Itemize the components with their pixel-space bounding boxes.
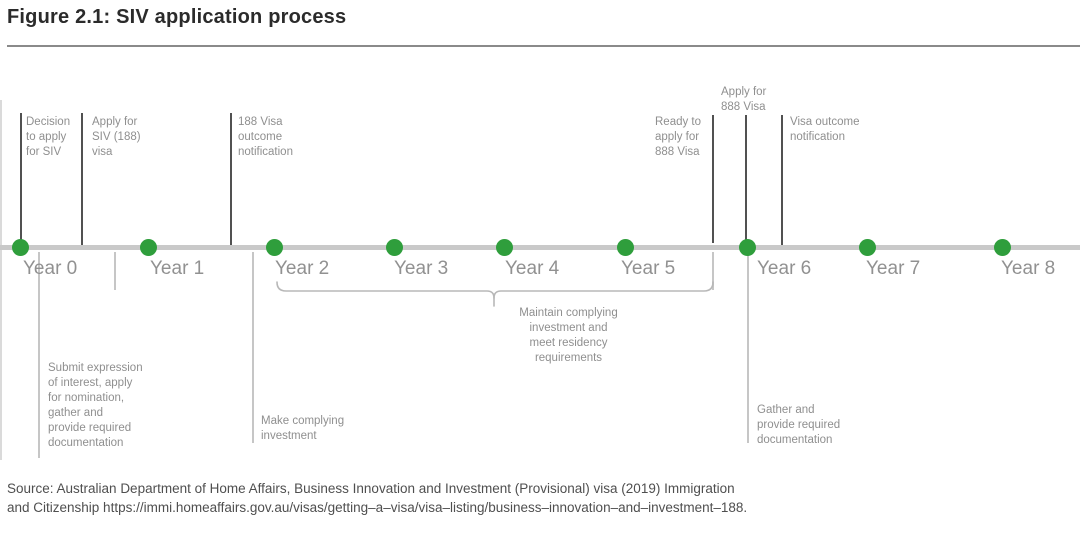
left-edge-line xyxy=(0,100,2,460)
timeline-dot-year-4 xyxy=(496,239,513,256)
timeline-dot-year-1 xyxy=(140,239,157,256)
event-label-decision-to-apply: Decision to apply for SIV xyxy=(26,116,71,158)
drop-line-make-investment xyxy=(252,252,254,443)
title-divider xyxy=(7,45,1080,47)
year-label-3: Year 3 xyxy=(394,258,449,279)
tick-line-apply-siv-188 xyxy=(81,113,83,247)
tick-line-ready-to-apply-888 xyxy=(712,115,714,243)
year-label-1: Year 1 xyxy=(150,258,205,279)
maintain-period-bracket xyxy=(276,281,714,307)
drop-tick-year-boundary-1 xyxy=(114,252,116,290)
year-label-0: Year 0 xyxy=(23,258,78,279)
tick-line-apply-888 xyxy=(745,115,747,241)
timeline-dot-year-6 xyxy=(739,239,756,256)
year-label-7: Year 7 xyxy=(866,258,921,279)
source-note: Source: Australian Department of Home Af… xyxy=(7,481,748,515)
timeline-dot-year-7 xyxy=(859,239,876,256)
year-label-2: Year 2 xyxy=(275,258,330,279)
timeline-bar xyxy=(0,245,1080,250)
tick-line-visa-outcome xyxy=(781,115,783,247)
event-label-make-complying-investment: Make complying investment xyxy=(261,415,345,442)
event-label-visa-188-outcome: 188 Visa outcome notification xyxy=(238,116,293,158)
timeline-dot-year-3 xyxy=(386,239,403,256)
year-label-4: Year 4 xyxy=(505,258,560,279)
tick-line-visa-188-outcome xyxy=(230,113,232,247)
drop-line-submit-eoi xyxy=(38,252,40,458)
event-label-apply-888: Apply for 888 Visa xyxy=(721,86,767,113)
timeline-dot-year-2 xyxy=(266,239,283,256)
year-label-6: Year 6 xyxy=(757,258,812,279)
year-label-8: Year 8 xyxy=(1001,258,1056,279)
event-label-maintain-investment: Maintain complying investment and meet r… xyxy=(519,307,618,364)
event-label-apply-siv-188: Apply for SIV (188) visa xyxy=(92,116,141,158)
drop-tick-ready-888 xyxy=(712,252,714,290)
tick-line-decision-to-apply xyxy=(20,113,22,247)
timeline-dot-year-0 xyxy=(12,239,29,256)
timeline-dot-year-5 xyxy=(617,239,634,256)
figure-title: Figure 2.1: SIV application process xyxy=(7,6,347,28)
event-label-submit-eoi: Submit expression of interest, apply for… xyxy=(48,362,143,449)
timeline-dot-year-8 xyxy=(994,239,1011,256)
event-label-ready-to-apply-888: Ready to apply for 888 Visa xyxy=(655,116,702,158)
drop-line-gather-documentation xyxy=(747,252,749,443)
year-label-5: Year 5 xyxy=(621,258,676,279)
event-label-visa-outcome: Visa outcome notification xyxy=(790,116,860,143)
event-label-gather-documentation: Gather and provide required documentatio… xyxy=(757,404,841,446)
